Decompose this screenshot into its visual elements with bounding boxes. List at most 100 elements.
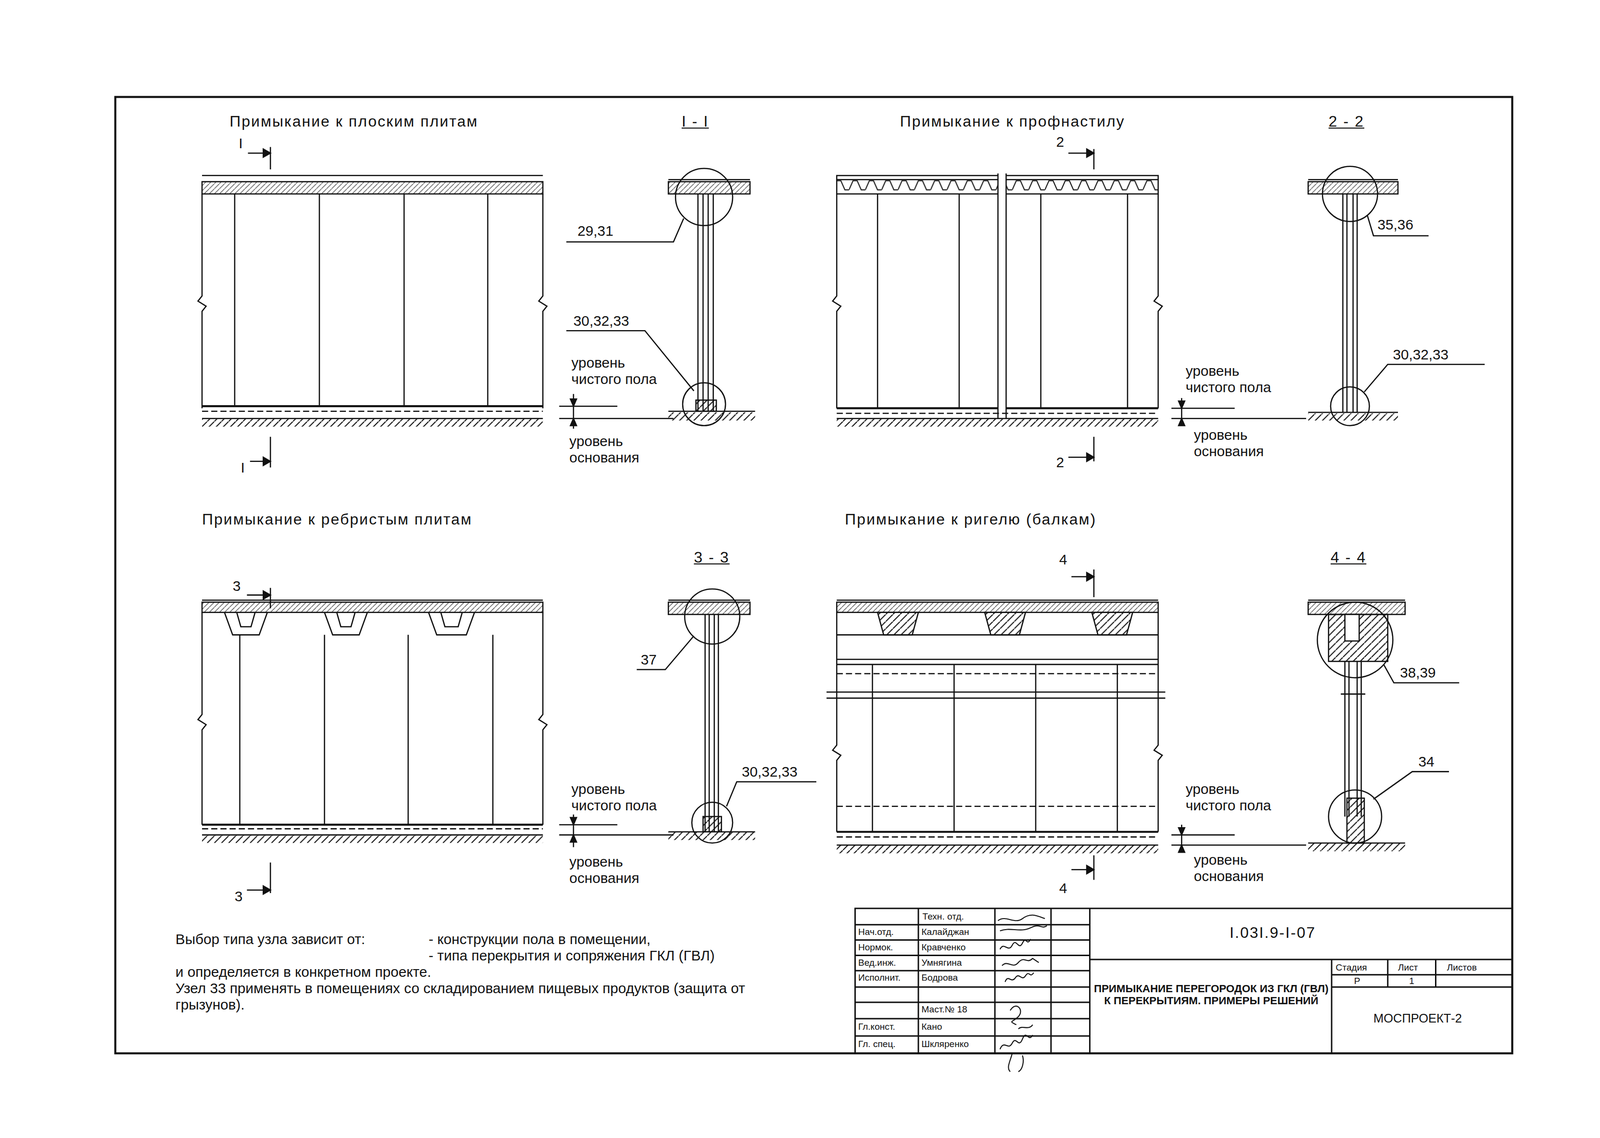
level-mark — [1178, 401, 1185, 426]
ribbed-slab-elevation — [198, 612, 207, 825]
deck-elevation — [832, 173, 1163, 427]
section-title: I - I — [681, 112, 710, 130]
section-view — [668, 588, 755, 843]
deck-elevation — [876, 193, 879, 408]
leader-line — [726, 781, 817, 807]
view-heading: Примыкание к плоским плитам — [229, 112, 479, 130]
callout-number: 30,32,33 — [1392, 345, 1449, 363]
leader-line — [1373, 664, 1460, 800]
level-mark — [558, 405, 618, 407]
title-block — [855, 969, 1091, 972]
leader-line — [1367, 215, 1429, 236]
deck-elevation — [836, 412, 1158, 415]
level-mark — [1178, 827, 1185, 852]
leader-line — [566, 218, 684, 242]
section-view — [713, 614, 716, 832]
section-view — [668, 831, 755, 840]
title-block-cell: Кравченко — [921, 941, 966, 953]
title-block — [1434, 959, 1437, 987]
title-block-cell: Исполнит. — [858, 972, 901, 983]
callout-number: 29,31 — [577, 222, 614, 239]
beam-elevation — [877, 612, 919, 635]
section-view — [702, 193, 704, 412]
level-mark — [570, 398, 577, 426]
level-mark — [558, 393, 674, 429]
section-view — [707, 193, 710, 412]
section-mark — [1068, 149, 1094, 462]
level-mark — [1171, 844, 1307, 846]
level-label: уровень чистого пола — [571, 354, 666, 387]
title-block — [855, 1035, 1091, 1037]
title-block-cell: Калайджан — [921, 926, 969, 938]
section-mark-label: 4 — [1059, 879, 1068, 896]
deck-elevation — [1127, 193, 1129, 408]
ribbed-slab-elevation — [202, 823, 543, 826]
beam-elevation — [836, 836, 1158, 838]
section-view — [717, 614, 720, 832]
deck-elevation — [836, 406, 998, 409]
signature — [1002, 958, 1039, 966]
flat-slab-elevation — [202, 410, 543, 413]
deck-elevation — [1040, 193, 1042, 408]
drawing-code: I.03I.9-I-07 — [1229, 923, 1316, 942]
section-mark — [1086, 149, 1094, 158]
title-block — [855, 986, 1091, 988]
section-view — [668, 601, 750, 614]
ribbed-slab-elevation — [492, 634, 494, 825]
beam-elevation — [836, 599, 1158, 601]
deck-elevation — [958, 193, 961, 408]
callout-number: 37 — [640, 650, 657, 668]
title-block — [1089, 908, 1091, 1054]
view-heading: Примыкание к профнастилу — [900, 112, 1126, 130]
beam-elevation — [836, 612, 1158, 665]
note-text: Выбор типа узла зависит от: — [175, 930, 366, 948]
level-label: уровень чистого пола — [571, 780, 666, 814]
section-mark-label: 3 — [232, 577, 242, 595]
ribbed-slab-elevation — [323, 634, 326, 825]
title-block — [1331, 986, 1512, 988]
title-block — [917, 908, 920, 1054]
flat-slab-elevation — [487, 193, 489, 407]
section-view — [1348, 661, 1350, 817]
section-mark — [263, 457, 271, 466]
section-mark-label: 4 — [1059, 550, 1068, 568]
level-mark — [558, 834, 674, 836]
section-mark — [1086, 865, 1094, 874]
section-view — [1307, 601, 1406, 614]
title-block — [1331, 959, 1333, 1054]
title-block — [855, 1001, 1091, 1004]
flat-slab-elevation — [202, 405, 543, 407]
title-block — [1050, 908, 1052, 1054]
section-mark — [263, 149, 271, 158]
level-label: уровень чистого пола — [1185, 362, 1280, 395]
level-mark — [1171, 824, 1307, 852]
deck-elevation — [1005, 173, 1007, 419]
section-mark — [250, 436, 271, 468]
deck-elevation — [997, 173, 999, 419]
leader-line — [636, 635, 695, 670]
title-block-cell: Стадия — [1335, 962, 1368, 973]
beam-elevation — [836, 830, 1158, 833]
section-view — [1342, 193, 1344, 413]
section-view — [1356, 661, 1359, 817]
signature — [1010, 1005, 1033, 1029]
beam-elevation — [836, 658, 1158, 661]
section-view — [1356, 193, 1359, 413]
section-title: 4 - 4 — [1330, 547, 1367, 566]
sheet-frame — [115, 97, 1513, 1054]
beam-elevation — [871, 664, 874, 832]
section-view — [702, 816, 722, 832]
title-block-cell: Лист — [1397, 962, 1418, 973]
section-mark — [1071, 569, 1094, 597]
title-block-cell: Маст.№ 18 — [921, 1003, 967, 1015]
beam-elevation — [836, 601, 1158, 612]
title-block — [1386, 959, 1389, 987]
section-view — [1328, 614, 1388, 662]
title-block-cell: Гл. спец. — [858, 1038, 896, 1050]
section-view — [708, 614, 711, 832]
section-mark — [246, 587, 271, 894]
view-heading: Примыкание к ригелю (балкам) — [844, 510, 1097, 529]
section-mark — [263, 590, 271, 599]
flat-slab-elevation — [202, 175, 543, 177]
